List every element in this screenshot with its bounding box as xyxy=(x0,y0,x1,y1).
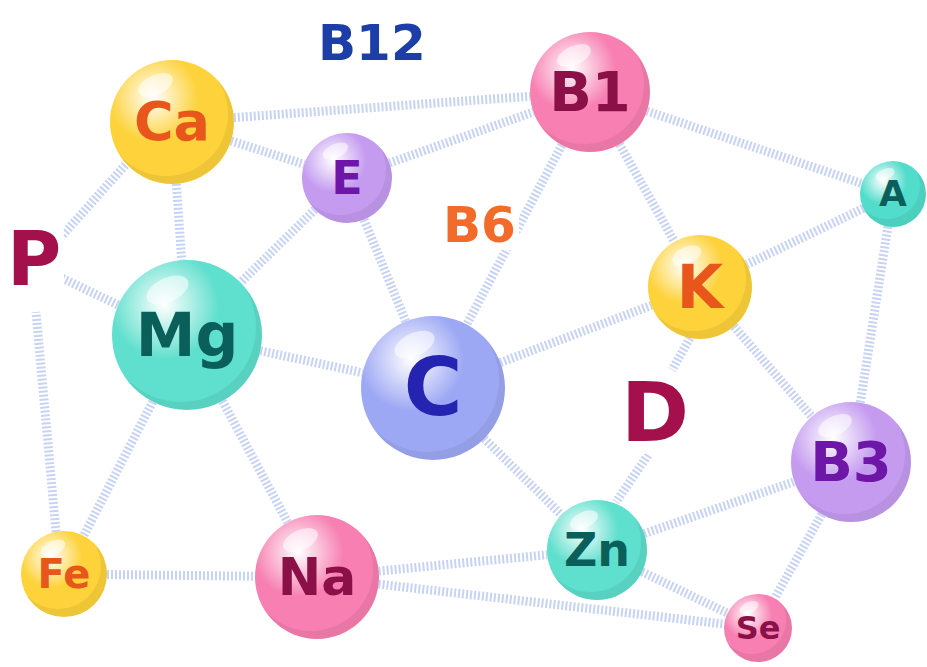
link-line xyxy=(231,141,304,164)
link-line xyxy=(222,401,287,522)
nutrient-circle: B3 xyxy=(791,402,911,522)
link-line xyxy=(747,208,863,264)
link-line xyxy=(500,305,651,362)
link-line xyxy=(619,144,674,241)
link-line xyxy=(647,111,862,183)
nutrient-circle: B1 xyxy=(530,32,650,152)
link-line xyxy=(234,96,530,117)
link-line xyxy=(107,575,255,577)
nutrient-circle: Fe xyxy=(21,531,107,617)
nutrient-circle: Mg xyxy=(112,260,262,410)
nutrient-symbol: Ca xyxy=(134,95,210,149)
nutrient-circle: Na xyxy=(255,515,379,639)
link-line xyxy=(642,572,727,613)
nutrient-symbol: Mg xyxy=(136,305,239,365)
nutrient-symbol: Zn xyxy=(564,527,630,573)
link-line xyxy=(176,184,181,260)
link-line xyxy=(644,482,794,534)
nutrient-symbol: B3 xyxy=(810,434,892,490)
link-line xyxy=(500,305,651,362)
link-line xyxy=(60,162,128,238)
nutrient-circle: C xyxy=(361,316,505,460)
nutrient-symbol: Na xyxy=(278,551,357,603)
link-line xyxy=(364,220,406,322)
link-line xyxy=(260,351,362,373)
nutrient-symbol: E xyxy=(331,155,362,201)
link-line xyxy=(84,402,153,536)
link-line xyxy=(241,210,315,283)
nutrient-symbol: A xyxy=(879,176,907,212)
vitamin-label: D xyxy=(618,372,692,454)
link-line xyxy=(379,555,548,571)
link-line xyxy=(107,575,255,577)
vitamin-label: P xyxy=(4,222,64,296)
nutrient-circle: Se xyxy=(724,594,792,662)
nutrient-symbol: B1 xyxy=(549,64,631,120)
link-line xyxy=(619,144,674,241)
link-line xyxy=(62,278,118,305)
nutrient-circle: E xyxy=(302,133,392,223)
nutrient-circle: Zn xyxy=(547,500,647,600)
link-line xyxy=(647,111,862,183)
nutrient-symbol: Se xyxy=(736,612,781,644)
link-line xyxy=(484,439,561,515)
nutrient-circle: Ca xyxy=(110,60,234,184)
link-line xyxy=(747,208,863,264)
link-line xyxy=(616,455,648,502)
link-line xyxy=(84,402,153,536)
link-line xyxy=(775,514,822,598)
nutrient-circle: K xyxy=(648,235,752,339)
link-line xyxy=(379,584,725,624)
link-line xyxy=(234,96,530,117)
link-line xyxy=(644,482,794,534)
link-line xyxy=(734,326,812,416)
link-line xyxy=(484,439,561,515)
link-line xyxy=(775,514,822,598)
nutrient-symbol: K xyxy=(677,257,724,317)
link-line xyxy=(379,584,725,624)
link-line xyxy=(36,312,56,532)
link-line xyxy=(389,112,533,163)
link-line xyxy=(734,326,812,416)
vitamin-label: B6 xyxy=(440,200,519,250)
link-line xyxy=(260,351,362,373)
link-line xyxy=(241,210,315,283)
nutrient-circle: A xyxy=(860,161,926,227)
link-line xyxy=(364,220,406,322)
link-line xyxy=(231,141,304,164)
link-line xyxy=(379,555,548,571)
nutrient-symbol: Fe xyxy=(38,554,91,594)
vitamin-label: B12 xyxy=(315,18,429,68)
link-line xyxy=(642,572,727,613)
link-line xyxy=(860,227,888,403)
link-line xyxy=(389,112,533,163)
nutrient-symbol: C xyxy=(404,348,463,428)
link-line xyxy=(176,184,181,260)
link-line xyxy=(672,338,690,370)
link-line xyxy=(860,227,888,403)
link-line xyxy=(222,401,287,522)
